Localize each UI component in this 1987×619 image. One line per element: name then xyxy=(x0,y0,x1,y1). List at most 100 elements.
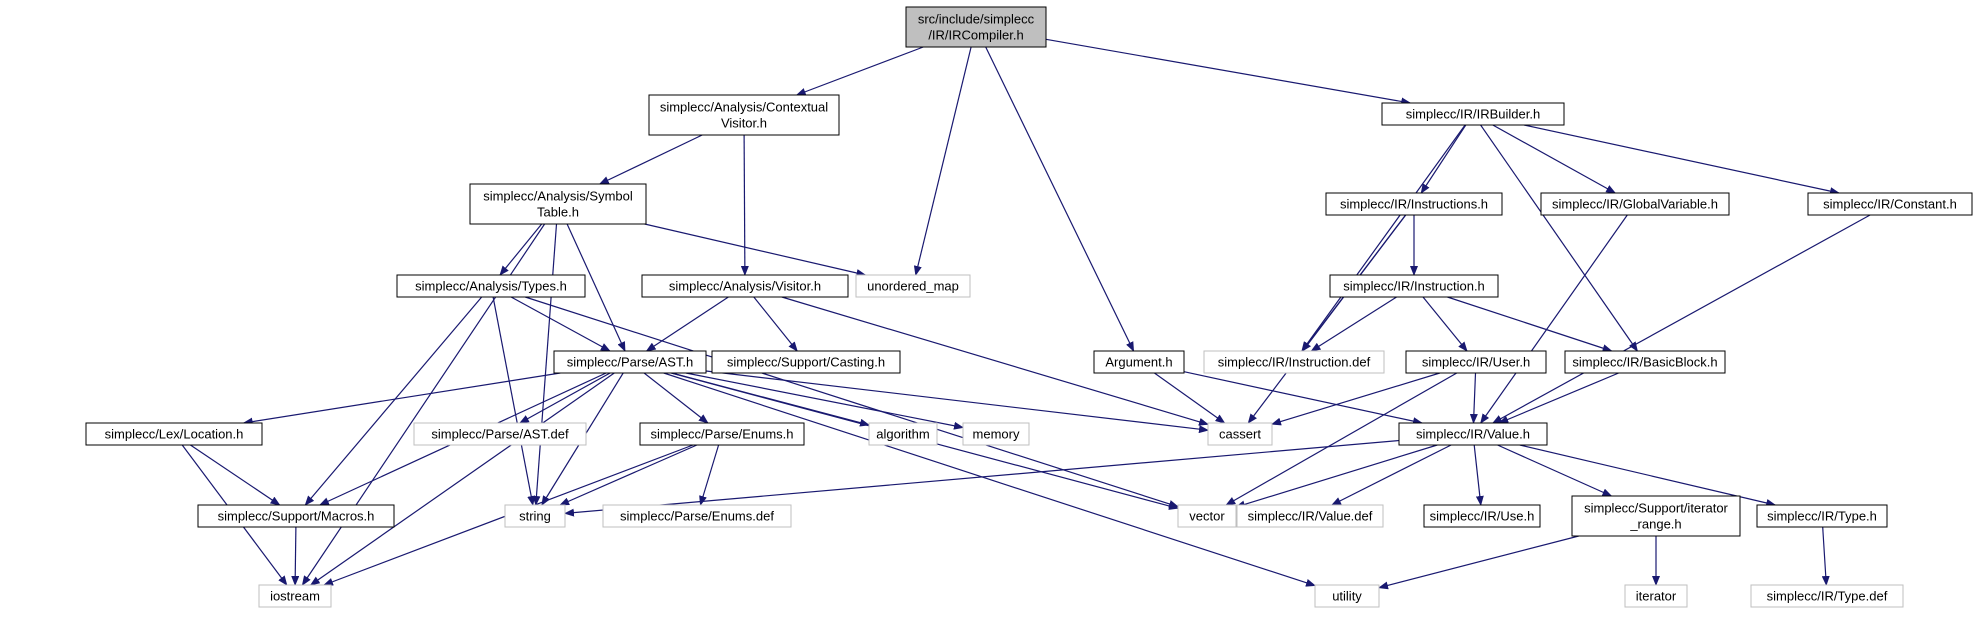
edge-ir_globalvariable-to-ir_value xyxy=(1480,214,1628,424)
node-ir_instructions[interactable]: simplecc/IR/Instructions.h xyxy=(1325,192,1503,216)
node-root[interactable]: src/include/simplecc/IR/IRCompiler.h xyxy=(905,6,1047,48)
node-ir_instruction[interactable]: simplecc/IR/Instruction.h xyxy=(1329,274,1499,298)
node-label: simplecc/IR/BasicBlock.h xyxy=(1572,355,1717,370)
node-unordered_map: unordered_map xyxy=(855,274,971,298)
node-box xyxy=(413,422,587,446)
node-label: simplecc/Support/Casting.h xyxy=(727,355,885,370)
edge-ir_instruction-to-instruction_def xyxy=(1310,296,1397,352)
node-label: simplecc/IR/IRBuilder.h xyxy=(1406,107,1540,122)
edge-ir_value-to-vector xyxy=(1235,444,1438,509)
node-box xyxy=(1807,192,1973,216)
node-ir_use[interactable]: simplecc/IR/Use.h xyxy=(1423,504,1541,528)
node-ir_type[interactable]: simplecc/IR/Type.h xyxy=(1756,504,1888,528)
edge-ir_builder-to-ir_constant xyxy=(1523,124,1840,196)
node-label: vector xyxy=(1189,509,1225,524)
node-label: simplecc/Parse/Enums.h xyxy=(650,427,793,442)
node-memory: memory xyxy=(962,422,1030,446)
node-analysis_types[interactable]: simplecc/Analysis/Types.h xyxy=(396,274,586,298)
node-box xyxy=(1750,584,1904,608)
edge-analysis_types-to-support_macros xyxy=(304,296,483,506)
node-label: simplecc/Support/iterator xyxy=(1584,501,1728,516)
edge-root-to-contextual_visitor xyxy=(795,46,924,96)
edge-analysis_types-to-parse_ast xyxy=(510,296,611,352)
edge-ir_value-to-string xyxy=(564,439,1400,517)
node-argument[interactable]: Argument.h xyxy=(1093,350,1185,374)
node-label: /IR/IRCompiler.h xyxy=(928,28,1023,43)
edge-ir_builder-to-ir_basicblock xyxy=(1480,124,1638,352)
node-label: simplecc/IR/Use.h xyxy=(1430,509,1535,524)
node-label: simplecc/IR/Instruction.def xyxy=(1218,355,1371,370)
node-label: string xyxy=(519,509,551,524)
node-ir_constant[interactable]: simplecc/IR/Constant.h xyxy=(1807,192,1973,216)
node-box xyxy=(396,274,586,298)
node-label: src/include/simplecc xyxy=(918,12,1035,27)
node-label: simplecc/Analysis/Symbol xyxy=(483,189,633,204)
node-ir_user[interactable]: simplecc/IR/User.h xyxy=(1405,350,1547,374)
node-support_macros[interactable]: simplecc/Support/Macros.h xyxy=(197,504,395,528)
node-label: algorithm xyxy=(876,427,929,442)
edge-root-to-unordered_map xyxy=(913,46,972,276)
edge-ir_instruction-to-ir_basicblock xyxy=(1447,296,1613,352)
node-label: unordered_map xyxy=(867,279,959,294)
edge-ir_user-to-vector xyxy=(1225,372,1458,506)
node-analysis_visitor[interactable]: simplecc/Analysis/Visitor.h xyxy=(641,274,849,298)
edge-argument-to-ir_value xyxy=(1183,371,1423,426)
node-box xyxy=(641,274,849,298)
node-type_def: simplecc/IR/Type.def xyxy=(1750,584,1904,608)
node-box xyxy=(1329,274,1499,298)
edge-lex_location-to-support_macros xyxy=(190,444,281,506)
node-support_casting[interactable]: simplecc/Support/Casting.h xyxy=(711,350,901,374)
node-lex_location[interactable]: simplecc/Lex/Location.h xyxy=(85,422,263,446)
edge-parse_ast-to-parse_enums xyxy=(643,372,709,424)
node-box xyxy=(711,350,901,374)
node-box xyxy=(648,94,840,136)
node-label: simplecc/IR/User.h xyxy=(1422,355,1530,370)
node-ir_basicblock[interactable]: simplecc/IR/BasicBlock.h xyxy=(1564,350,1726,374)
node-ir_globalvariable[interactable]: simplecc/IR/GlobalVariable.h xyxy=(1540,192,1730,216)
node-label: utility xyxy=(1332,589,1362,604)
edge-root-to-ir_builder xyxy=(1045,38,1412,106)
edge-parse_enums-to-enums_def xyxy=(699,444,720,506)
node-label: simplecc/IR/Type.def xyxy=(1767,589,1888,604)
node-ir_value[interactable]: simplecc/IR/Value.h xyxy=(1398,422,1548,446)
node-box xyxy=(1093,350,1185,374)
node-label: _range.h xyxy=(1629,517,1681,532)
edge-analysis_visitor-to-parse_ast xyxy=(645,296,729,352)
node-label: simplecc/Support/Macros.h xyxy=(218,509,375,524)
node-layer: src/include/simplecc/IR/IRCompiler.h simp… xyxy=(85,6,1973,608)
edge-parse_ast-to-ast_def xyxy=(519,372,611,424)
edge-ir_user-to-ir_value xyxy=(1469,372,1478,424)
node-ir_builder[interactable]: simplecc/IR/IRBuilder.h xyxy=(1381,102,1565,126)
node-label: memory xyxy=(973,427,1020,442)
edge-ir_instruction-to-ir_user xyxy=(1422,296,1468,352)
node-label: simplecc/IR/Value.def xyxy=(1248,509,1373,524)
node-label: simplecc/Analysis/Contextual xyxy=(660,100,828,115)
node-label: simplecc/Parse/AST.h xyxy=(567,355,693,370)
node-box xyxy=(1381,102,1565,126)
node-box xyxy=(868,422,938,446)
node-iterator_range[interactable]: simplecc/Support/iterator_range.h xyxy=(1571,495,1741,537)
node-string: string xyxy=(504,504,566,528)
node-label: simplecc/Lex/Location.h xyxy=(105,427,244,442)
edge-symbol_table-to-analysis_types xyxy=(499,223,543,276)
node-box xyxy=(1540,192,1730,216)
node-enums_def: simplecc/Parse/Enums.def xyxy=(602,504,792,528)
edge-analysis_types-to-vector xyxy=(525,296,1179,508)
node-label: simplecc/IR/Instructions.h xyxy=(1340,197,1488,212)
edge-support_macros-to-iostream xyxy=(291,526,300,586)
node-box xyxy=(1398,422,1548,446)
edge-ir_builder-to-ir_globalvariable xyxy=(1492,124,1617,194)
edge-parse_ast-to-lex_location xyxy=(242,372,561,426)
node-label: simplecc/Parse/AST.def xyxy=(431,427,569,442)
node-box xyxy=(1405,350,1547,374)
node-box xyxy=(504,504,566,528)
node-box xyxy=(855,274,971,298)
node-label: Argument.h xyxy=(1105,355,1172,370)
node-parse_enums[interactable]: simplecc/Parse/Enums.h xyxy=(639,422,805,446)
node-utility: utility xyxy=(1314,584,1380,608)
node-parse_ast[interactable]: simplecc/Parse/AST.h xyxy=(553,350,707,374)
node-box xyxy=(1564,350,1726,374)
